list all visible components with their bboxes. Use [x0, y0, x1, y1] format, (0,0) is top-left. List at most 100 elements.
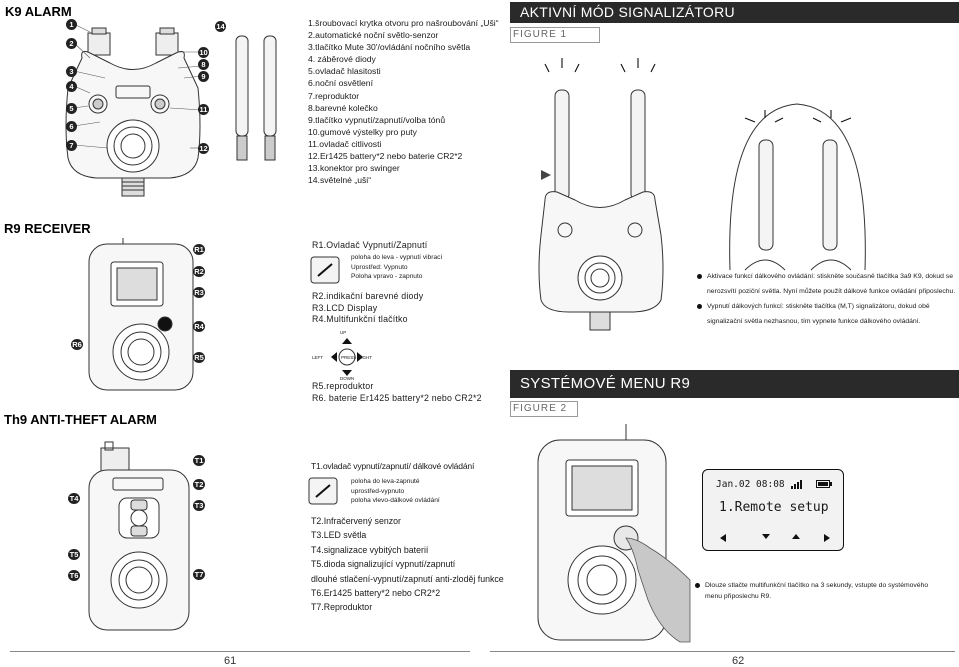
k9-legend-item: 7.reproduktor	[308, 90, 360, 101]
note-line: Aktivace funkcí dálkového ovládání: stis…	[707, 273, 953, 280]
th9-legend: T2.Infračervený senzor T3.LED světla T4.…	[311, 514, 504, 615]
footer-divider	[10, 651, 470, 652]
figure1-ears-drawing	[729, 103, 866, 271]
battery-icon	[816, 480, 832, 488]
th9-callout-t7: T7	[193, 569, 205, 580]
figure1-frame	[510, 27, 600, 43]
k9-callout-14: 14	[215, 21, 226, 32]
r9-legend-item: R5.reproduktor	[312, 381, 374, 391]
r9-legend-item: R3.LCD Display	[312, 302, 378, 313]
r9-r1-option: Poloha vpravo - zapnuto	[351, 273, 423, 281]
k9-title: K9 ALARM	[5, 4, 72, 19]
k9-callout-8: 8	[198, 59, 209, 70]
k9-legend-item: 9.tlačítko vypnutí/zapnutí/volba tónů	[308, 114, 446, 125]
th9-legend-item: T2.Infračervený senzor	[311, 516, 401, 526]
figure1-device-drawing	[538, 58, 664, 331]
figure2-notes: Dlouze stlačte multifunkční tlačítko na …	[695, 581, 928, 603]
r9-callout-r4: R4	[193, 321, 205, 332]
k9-legend-item: 8.barevné kolečko	[308, 102, 378, 113]
k9-legend-item: 10.gumové výstelky pro puty	[308, 126, 417, 137]
note-line: menu připoslechu R9.	[705, 593, 772, 600]
r9-legend: R2.indikační barevné diody R3.LCD Displa…	[312, 291, 423, 326]
th9-callout-t5: T5	[68, 549, 80, 560]
bullet-icon	[697, 303, 702, 309]
k9-legend-item: 4. záběrové diody	[308, 54, 376, 65]
switch-icon	[308, 477, 338, 505]
figure2-device-drawing	[537, 424, 691, 643]
dpad-diagram	[331, 338, 363, 376]
lcd-nav-icons	[720, 534, 830, 542]
page-number-left: 61	[224, 655, 237, 667]
k9-callout-5: 5	[66, 103, 77, 114]
th9-t1-option: poloha vlevo-dálkové ovládání	[351, 497, 440, 505]
dpad-up-label: UP	[340, 330, 347, 335]
k9-callout-10: 10	[198, 47, 209, 58]
r9-callout-r2: R2	[193, 266, 205, 277]
k9-callout-12: 12	[198, 143, 209, 154]
dpad-press-label: PRESS	[341, 355, 357, 360]
figure1-notes: Aktivace funkcí dálkového ovládání: stis…	[697, 272, 955, 332]
r9-callout-r1: R1	[193, 244, 205, 255]
r9-callout-r3: R3	[193, 287, 205, 298]
dpad-right-label: RIGHT	[358, 355, 372, 360]
k9-legend-item: 5.ovladač hlasitosti	[308, 66, 381, 77]
th9-t1-title: T1.ovladač vypnutí/zapnutí/ dálkové ovlá…	[311, 461, 475, 471]
th9-device-drawing	[88, 441, 190, 631]
r9-r1-option: poloha do leva - vypnutí vibrací	[351, 254, 443, 261]
th9-legend-item: dlouhé stlačení-vypnutí/zapnutí anti-zlo…	[311, 573, 504, 584]
th9-title: Th9 ANTI-THEFT ALARM	[4, 412, 157, 427]
r9-legend-item: R2.indikační barevné diody	[312, 291, 424, 301]
r9-title: R9 RECEIVER	[4, 221, 91, 236]
k9-callout-1: 1	[66, 19, 77, 30]
figure2-label: FIGURE 2	[513, 403, 568, 414]
r9-legend-item: R4.Multifunkční tlačítko	[312, 314, 408, 325]
th9-t1-options: poloha do leva-zapnuté uprostřed-vypnuto…	[351, 477, 440, 506]
th9-callout-t6: T6	[68, 570, 80, 581]
k9-legend: 1.šroubovací krytka otvoru pro našroubov…	[308, 17, 499, 186]
note-line: Vypnutí dálkových funkcí: stiskněte tlač…	[707, 303, 930, 310]
th9-legend-item: T4.signalizace vybitých baterií	[311, 544, 429, 555]
r9-legend-2: R5.reproduktor R6. baterie Er1425 batter…	[312, 381, 482, 404]
k9-legend-item: 1.šroubovací krytka otvoru pro našroubov…	[308, 18, 499, 28]
dpad-left-label: LEFT	[312, 355, 324, 360]
figure1-label: FIGURE 1	[513, 29, 568, 40]
lcd-menu-item: 1.Remote setup	[719, 500, 829, 515]
lcd-datetime: Jan.02 08:08	[716, 479, 785, 490]
th9-legend-item: T3.LED světla	[311, 530, 367, 541]
k9-device-drawing	[65, 23, 203, 197]
k9-legend-item: 3.tlačítko Mute 30'/ovládání nočního svě…	[308, 42, 471, 53]
k9-callout-9: 9	[198, 71, 209, 82]
k9-callout-3: 3	[66, 66, 77, 77]
th9-legend-item: T5.dioda signalizující vypnutí/zapnutí	[311, 559, 456, 570]
k9-legend-item: 14.světelné „uši“	[308, 175, 372, 186]
r9-legend-item: R6. baterie Er1425 battery*2 nebo CR2*2	[312, 392, 482, 403]
k9-legend-item: 12.Er1425 battery*2 nebo baterie CR2*2	[308, 151, 463, 162]
th9-callout-t4: T4	[68, 493, 80, 504]
k9-callout-7: 7	[66, 140, 77, 151]
footer-divider	[490, 651, 955, 652]
th9-callout-t3: T3	[193, 500, 205, 511]
dpad-down-label: DOWN	[340, 376, 355, 381]
k9-callout-4: 4	[66, 81, 77, 92]
k9-callout-2: 2	[66, 38, 77, 49]
r9-r1-options: poloha do leva - vypnutí vibrací Uprostř…	[351, 253, 442, 282]
th9-legend-item: T6.Er1425 battery*2 nebo CR2*2	[311, 587, 441, 598]
light-ears-drawing	[235, 35, 277, 161]
bullet-icon	[697, 273, 702, 279]
signal-icon	[791, 480, 802, 489]
page-number-right: 62	[732, 655, 745, 667]
th9-t1-option: poloha do leva-zapnuté	[351, 478, 420, 485]
th9-legend-item: T7.Reproduktor	[311, 602, 373, 613]
note-line: nerozsvítí poziční světla. Nyní můžete p…	[707, 288, 956, 295]
note-line: Dlouze stlačte multifunkční tlačítko na …	[705, 582, 929, 589]
r9-callout-r6: R6	[71, 339, 83, 350]
k9-legend-item: 11.ovladač citlivosti	[308, 138, 382, 149]
k9-legend-item: 2.automatické noční světlo-senzor	[308, 30, 439, 41]
r9-device-drawing	[88, 238, 194, 391]
banner-active-mode: AKTIVNÍ MÓD SIGNALIZÁTORU	[510, 2, 959, 23]
k9-callout-6: 6	[66, 121, 77, 132]
r9-r1-option: Uprostřed: Vypnuto	[351, 263, 408, 271]
th9-callout-t1: T1	[193, 455, 205, 466]
k9-callout-11: 11	[198, 104, 209, 115]
th9-t1-option: uprostřed-vypnuto	[351, 487, 405, 495]
